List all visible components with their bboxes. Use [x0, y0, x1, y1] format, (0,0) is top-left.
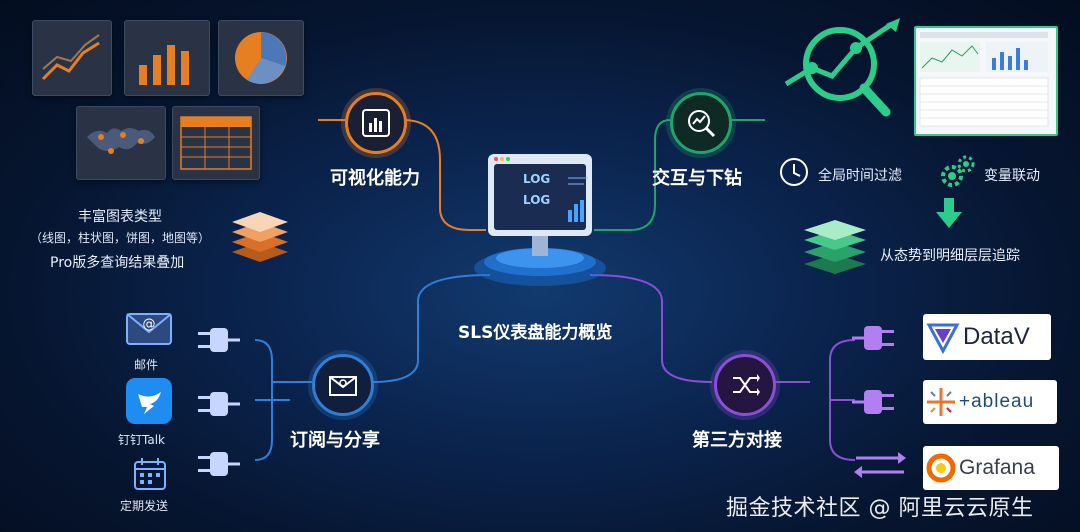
- datav-brand-name: DataV: [963, 323, 1030, 350]
- tableau-brand-name: +ableau: [959, 391, 1035, 412]
- visualization-title: 可视化能力: [330, 168, 420, 189]
- interaction-node: [670, 92, 732, 154]
- clock-icon: [780, 158, 808, 186]
- magnifier-chart-icon: [688, 110, 716, 138]
- third-party-title: 第三方对接: [692, 430, 782, 451]
- mail-icon: [329, 376, 357, 396]
- center-title: SLS仪表盘能力概览: [458, 323, 613, 343]
- email-label: 邮件: [134, 358, 159, 372]
- svg-text:@: @: [143, 317, 156, 332]
- map-chart-card: [76, 106, 166, 180]
- grafana-icon: [926, 453, 956, 483]
- calendar-icon: [134, 458, 166, 490]
- line-chart-icon: [41, 34, 100, 81]
- viz-desc-chart-list: （线图，柱状图，饼图，地图等）: [30, 231, 211, 245]
- table-chart-card: [172, 106, 260, 180]
- exchange-arrows-icon: [854, 452, 906, 478]
- datav-logo: DataV: [923, 314, 1051, 360]
- global-time-filter-label: 全局时间过滤: [818, 168, 902, 184]
- world-map-icon: [87, 128, 155, 154]
- dingtalk-logo: [126, 378, 172, 424]
- plug-icon-5: [852, 390, 894, 414]
- grafana-logo: Grafana: [923, 446, 1059, 490]
- monitor-log-label-2: LOG: [523, 193, 551, 207]
- monitor-platform: [474, 154, 606, 286]
- grafana-brand-name: Grafana: [959, 456, 1035, 479]
- plug-icon-3: [198, 452, 240, 476]
- green-layers-icon: [804, 220, 866, 274]
- interaction-title: 交互与下钻: [652, 168, 742, 189]
- layers-stack-icon: [232, 212, 288, 262]
- dashboard-preview-icon: [919, 32, 1049, 127]
- viz-desc-chart-types: 丰富图表类型: [78, 209, 162, 225]
- plug-icon-1: [198, 328, 240, 352]
- down-arrow-icon: [936, 198, 962, 228]
- pie-chart-card: [218, 20, 304, 96]
- visualization-node: [345, 92, 407, 154]
- pie-chart-icon: [235, 32, 287, 84]
- monitor-mini-bars: [568, 177, 588, 222]
- drilldown-trace-label: 从态势到明细层层追踪: [880, 248, 1020, 264]
- tableau-logo: +ableau: [923, 380, 1057, 424]
- bar-chart-card: [124, 20, 210, 96]
- tableau-icon: [927, 388, 955, 416]
- plug-icon-4: [852, 326, 894, 350]
- monitor-log-label-1: LOG: [523, 172, 551, 186]
- bar-chart-icon: [139, 45, 189, 85]
- search-analytics-icon: [784, 18, 900, 117]
- dingtalk-label: 钉钉Talk: [118, 433, 165, 447]
- plug-icon-2: [198, 392, 240, 416]
- variable-linkage-label: 变量联动: [984, 168, 1040, 184]
- viz-desc-pro-overlay: Pro版多查询结果叠加: [50, 255, 185, 271]
- scheduled-send-label: 定期发送: [120, 499, 169, 513]
- bar-chart-icon: [362, 109, 390, 137]
- table-icon: [180, 116, 252, 170]
- shuffle-icon: [733, 374, 760, 396]
- third-party-node: [714, 354, 776, 416]
- datav-icon: [926, 323, 960, 355]
- subscription-node: [312, 354, 374, 416]
- watermark-text: 掘金技术社区 @ 阿里云云原生: [726, 496, 1034, 521]
- email-icon: @: [126, 313, 172, 345]
- dashboard-thumbnail: [914, 26, 1058, 136]
- dingtalk-icon: [138, 392, 161, 414]
- line-chart-card: [32, 20, 112, 96]
- gears-icon: [941, 155, 975, 187]
- subscription-title: 订阅与分享: [290, 430, 380, 451]
